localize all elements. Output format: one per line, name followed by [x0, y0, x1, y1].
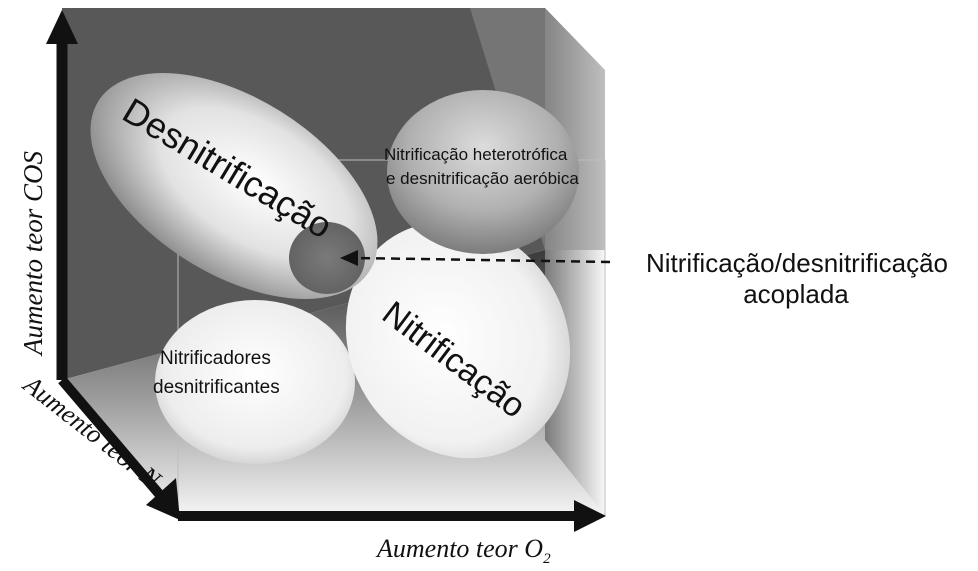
ellipse-overlap-acoplada [289, 222, 365, 294]
axis-label-o2-main: Aumento teor O [375, 534, 543, 563]
axis-vertical [46, 10, 78, 380]
axis-label-cos: Aumento teor COS [18, 151, 48, 357]
callout-label-line1: Nitrificação/desnitrificação [646, 248, 948, 278]
label-heterotrofica-line2: e desnitrificação aeróbica [386, 169, 579, 188]
callout-label-line2: acoplada [743, 279, 849, 309]
axis-depth [58, 376, 180, 520]
label-nitrificadores-line1: Nitrificadores [160, 348, 271, 369]
label-nitrificadores-line2: desnitrificantes [153, 377, 280, 398]
callout-arrow [340, 250, 611, 266]
ellipse-nitrificacao [345, 221, 571, 459]
axis-label-o2-subscript: 2 [543, 551, 551, 566]
label-heterotrofica-line1: Nitrificação heterotrófica [384, 145, 568, 164]
ellipse-heterotrofica [387, 90, 579, 254]
axis-horizontal [178, 500, 606, 532]
ellipse-nitrificadores-desnitrificantes [155, 300, 355, 464]
axis-label-o2: Aumento teor O2 [375, 534, 551, 566]
